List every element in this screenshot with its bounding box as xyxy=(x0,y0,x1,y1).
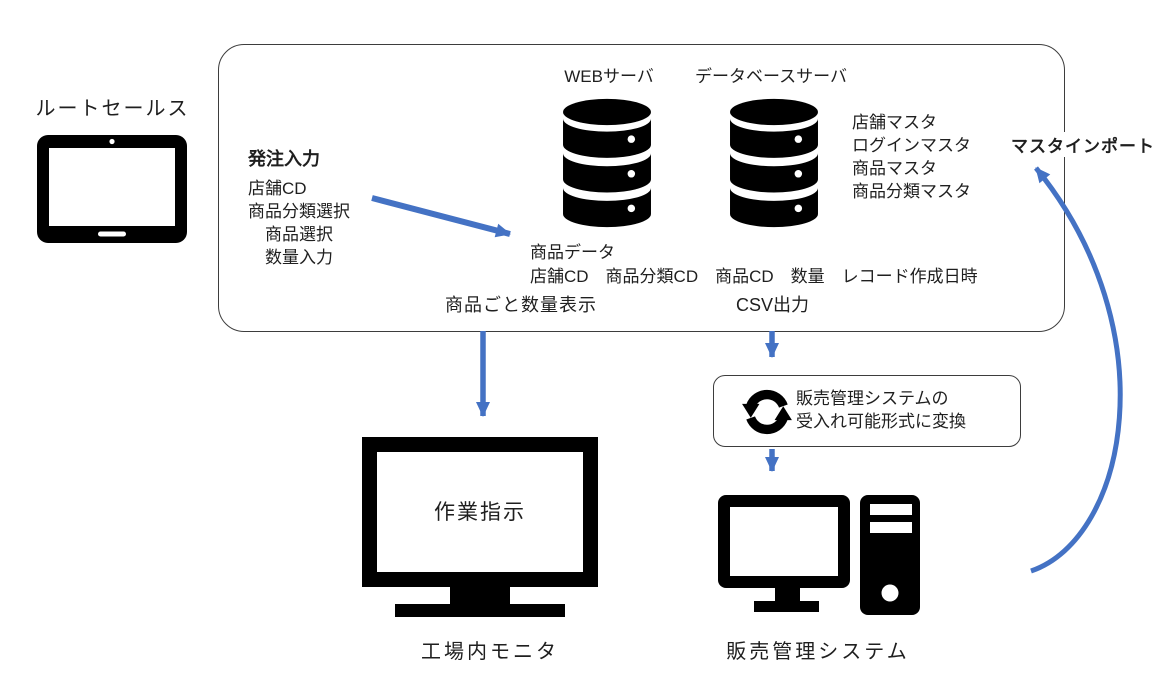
order-entry-block: 発注入力 店舗CD 商品分類選択 商品選択 数量入力 xyxy=(248,145,350,269)
sales-system-computer-icon xyxy=(718,495,920,615)
master-list-item: ログインマスタ xyxy=(852,136,971,155)
master-import-label: マスタインポート xyxy=(1008,132,1158,157)
route-sales-label: ルートセールス xyxy=(35,98,190,120)
database-server-database-icon xyxy=(730,98,818,228)
convert-box-line2: 受入れ可能形式に変換 xyxy=(796,412,966,431)
sync-icon xyxy=(742,389,792,435)
tablet-icon xyxy=(37,135,187,243)
format-convert-box: 販売管理システムの 受入れ可能形式に変換 xyxy=(713,375,1021,447)
order-entry-line: 商品分類選択 xyxy=(248,202,350,221)
order-entry-title: 発注入力 xyxy=(248,149,320,169)
csv-output-label: CSV出力 xyxy=(736,295,810,315)
quantity-display-label: 商品ごと数量表示 xyxy=(445,295,597,315)
product-data-fields: 店舗CD 商品分類CD 商品CD 数量 レコード作成日時 xyxy=(530,267,978,286)
work-instruction-text: 作業指示 xyxy=(434,501,526,524)
master-list-item: 商品マスタ xyxy=(852,159,937,178)
factory-monitor-label: 工場内モニタ xyxy=(421,641,559,663)
order-entry-line: 数量入力 xyxy=(265,248,333,267)
factory-monitor-icon xyxy=(362,437,598,617)
convert-box-text: 販売管理システムの 受入れ可能形式に変換 xyxy=(796,387,966,433)
web-server-label: WEBサーバ xyxy=(564,67,654,86)
convert-box-line1: 販売管理システムの xyxy=(796,389,949,408)
master-list-item: 店舗マスタ xyxy=(852,113,937,132)
order-entry-line: 商品選択 xyxy=(265,225,333,244)
master-list-item: 商品分類マスタ xyxy=(852,182,971,201)
database-server-label: データベースサーバ xyxy=(695,67,847,86)
order-entry-line: 店舗CD xyxy=(248,179,307,198)
product-data-title: 商品データ xyxy=(530,243,615,262)
master-list: 店舗マスタ ログインマスタ 商品マスタ 商品分類マスタ xyxy=(852,111,971,203)
sales-system-label: 販売管理システム xyxy=(726,641,910,663)
web-server-database-icon xyxy=(563,98,651,228)
